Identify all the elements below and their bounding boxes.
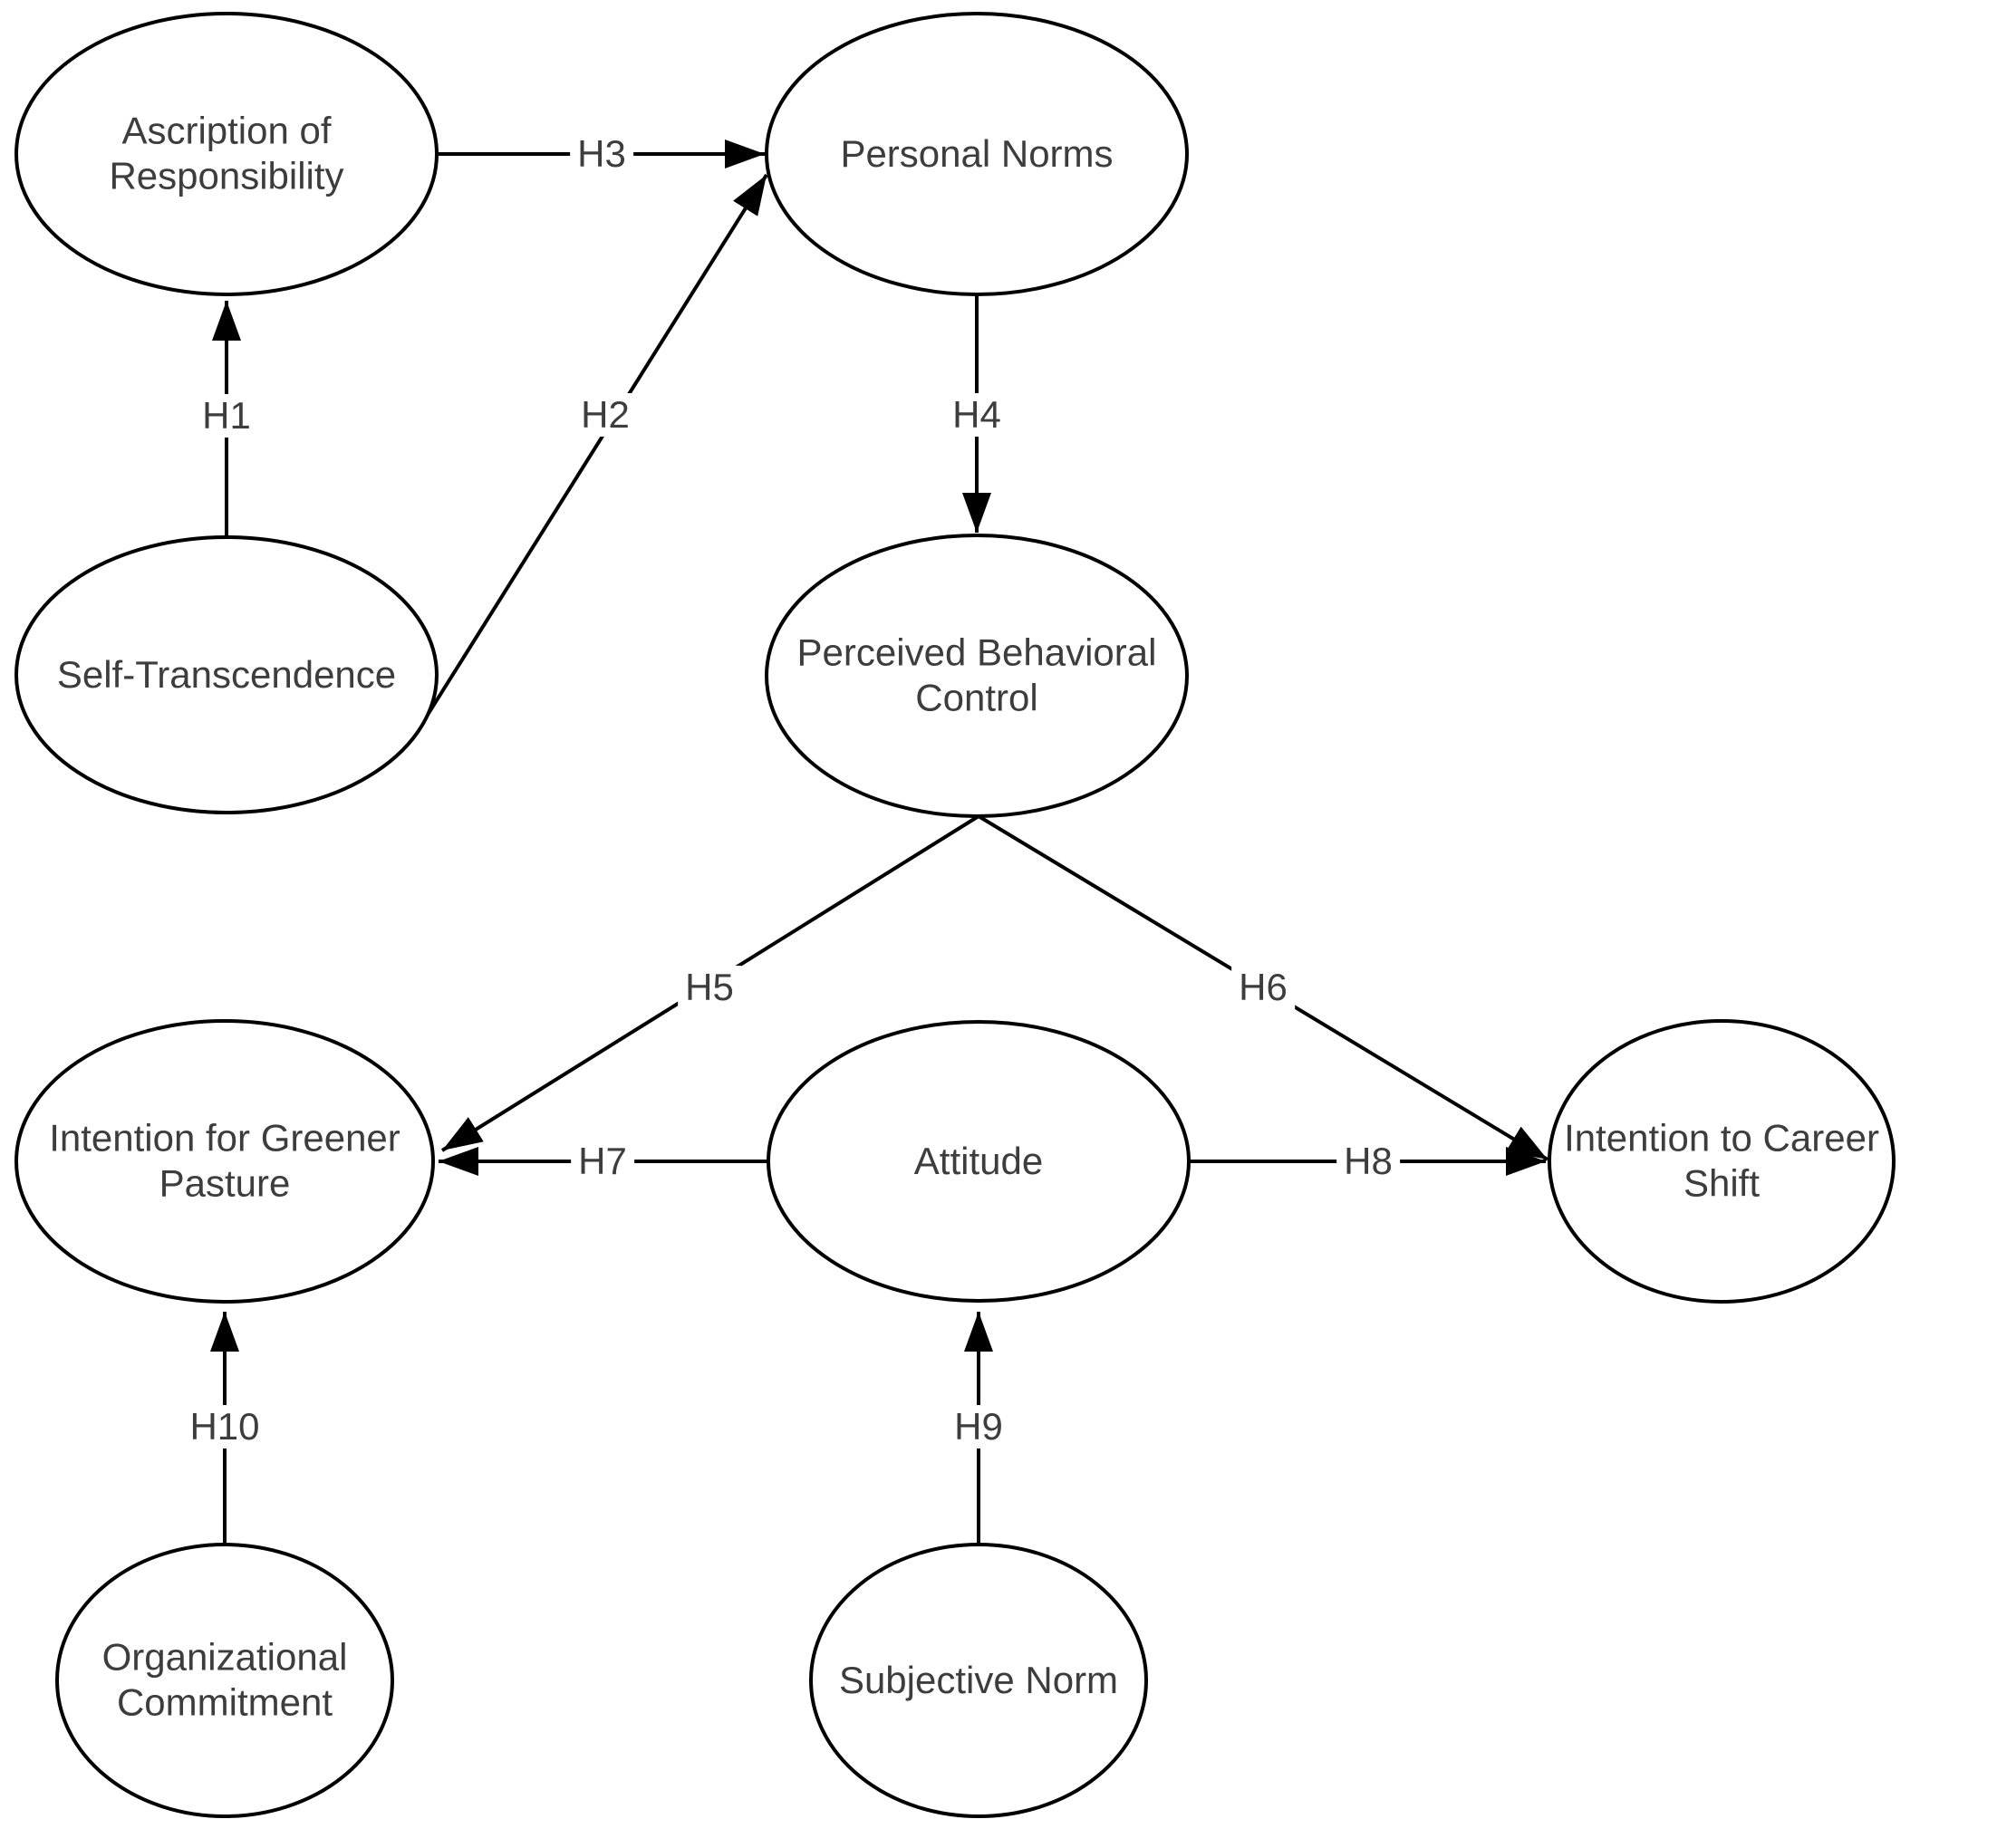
node-self-transcendence-shape <box>14 535 439 814</box>
node-intention-to-career-shift-shape <box>1548 1019 1896 1304</box>
node-subjective-norm-shape <box>809 1543 1148 1818</box>
node-perceived-behavioral-control-shape <box>765 534 1189 818</box>
node-intention-for-greener-pasture-shape <box>14 1019 435 1304</box>
node-organizational-commitment-shape <box>55 1543 394 1818</box>
node-attitude-shape <box>767 1020 1191 1303</box>
node-ascription-of-responsibility-shape <box>14 12 439 296</box>
node-personal-norms-shape <box>765 12 1189 296</box>
edge-h2-arrow <box>410 173 768 741</box>
